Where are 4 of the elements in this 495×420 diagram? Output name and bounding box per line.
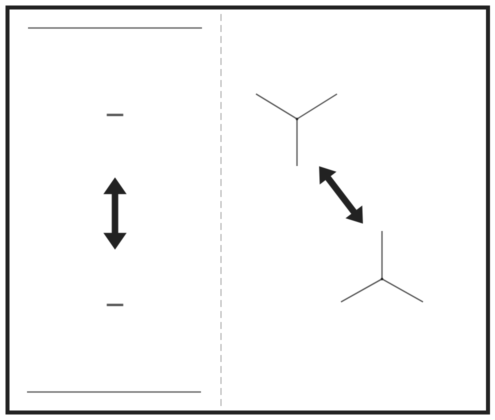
minus-sign: −: [106, 304, 124, 306]
three-arm-junction: [340, 230, 424, 303]
three-arm-junction: [255, 93, 338, 167]
minus-sign: −: [106, 114, 124, 116]
